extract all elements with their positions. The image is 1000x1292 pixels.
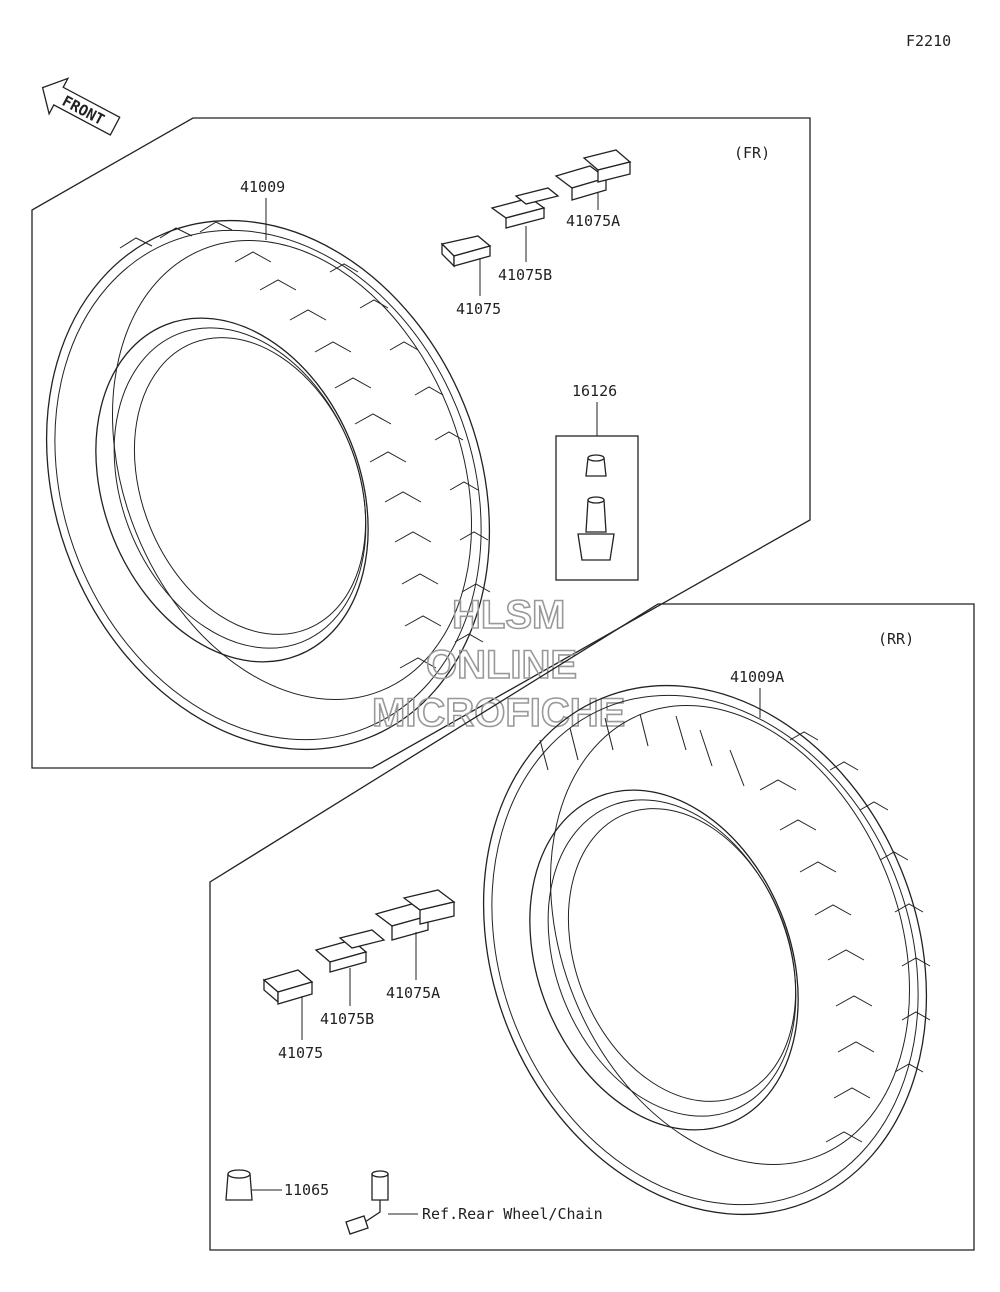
rear-tire-illustration	[482, 684, 931, 1216]
front-section-label: (FR)	[734, 144, 770, 162]
rear-reference-note: Ref.Rear Wheel/Chain	[422, 1205, 603, 1223]
watermark: HLSM ONLINE MICROFICHE	[371, 592, 626, 736]
rear-weight-b-icon	[314, 929, 386, 973]
rear-valve-stem-icon	[345, 1170, 389, 1235]
front-weight-part-number: 41075	[456, 300, 501, 318]
front-valve-box	[555, 435, 639, 581]
watermark-line1: HLSM	[452, 593, 565, 637]
rear-weight-a-icon	[374, 889, 456, 941]
front-weight-a-icon	[554, 149, 632, 201]
rear-panel-frame	[209, 603, 975, 1251]
rear-weight-icon	[262, 969, 314, 1005]
valve-stem-icon	[577, 496, 615, 561]
front-arrow-icon: FRONT	[41, 77, 121, 136]
front-valve-part-number: 16126	[572, 382, 617, 400]
front-weight-a-part-number: 41075A	[566, 212, 620, 230]
watermark-line2: ONLINE	[426, 643, 577, 687]
front-weight-b-icon	[490, 187, 560, 229]
rear-valve-cap-icon	[225, 1169, 253, 1201]
front-tire-part-number: 41009	[240, 178, 285, 196]
valve-cap-icon	[585, 454, 607, 477]
rear-weight-part-number: 41075	[278, 1044, 323, 1062]
front-tire-illustration	[45, 219, 491, 751]
rear-weight-b-part-number: 41075B	[320, 1010, 374, 1028]
rear-cap-part-number: 11065	[284, 1181, 329, 1199]
rear-section-label: (RR)	[878, 630, 914, 648]
watermark-line3: MICROFICHE	[372, 691, 625, 735]
rear-weight-a-part-number: 41075A	[386, 984, 440, 1002]
front-panel-frame	[31, 117, 811, 769]
figure-code: F2210	[906, 32, 951, 50]
front-weight-icon	[440, 235, 492, 268]
front-weight-b-part-number: 41075B	[498, 266, 552, 284]
rear-tire-part-number: 41009A	[730, 668, 784, 686]
